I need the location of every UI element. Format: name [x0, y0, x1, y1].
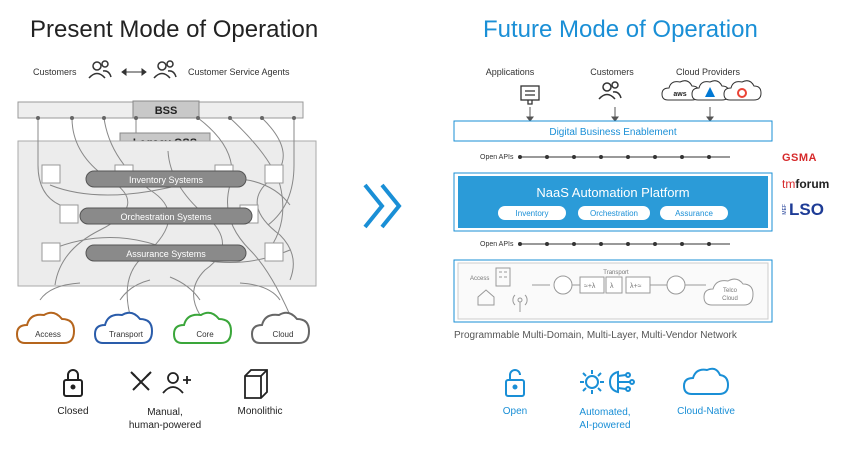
api-arrows [526, 107, 714, 122]
bss-label: BSS [155, 105, 178, 117]
assurance-systems-pill [85, 244, 247, 262]
cloud-native-label: Cloud-Native [677, 406, 735, 417]
assurance-systems-label: Assurance Systems [126, 249, 206, 259]
inventory-pill [498, 206, 566, 220]
bidirectional-arrow-icon [121, 68, 147, 76]
core-cloud: Core [172, 311, 233, 344]
azure-icon [691, 80, 730, 101]
bss-box [132, 100, 200, 119]
box-icon [244, 369, 268, 399]
svg-text:aws: aws [673, 91, 686, 98]
open-apis-bottom-label: Open APIs [480, 241, 514, 248]
padlock-icon [63, 369, 83, 397]
orchestration-pill-label: Orchestration [590, 209, 638, 218]
svg-text:Access: Access [35, 330, 61, 339]
inventory-systems-label: Inventory Systems [129, 175, 204, 185]
svg-text:λ+≈: λ+≈ [630, 283, 642, 290]
open-apis-bottom-dots [518, 242, 711, 246]
assurance-pill [660, 206, 728, 220]
gcp-icon [723, 80, 762, 101]
transport-cloud: Transport [93, 311, 154, 344]
svg-text:Transport: Transport [109, 330, 144, 339]
access-label: Access [470, 276, 489, 282]
inventory-pill-label: Inventory [516, 209, 549, 218]
building-icon [495, 267, 511, 287]
future-mode-title: Future Mode of Operation [483, 16, 758, 43]
ai-brain-icon [608, 370, 635, 394]
customers-icon-right [598, 81, 622, 100]
platform-label: NaaS Automation Platform [536, 185, 689, 200]
digital-business-bar [453, 120, 773, 142]
automated-label: Automated, AI-powered [579, 407, 631, 431]
right-trait-icons [505, 367, 730, 397]
mef-lso-logo: MEFLSO [782, 200, 824, 220]
open-label: Open [502, 406, 528, 417]
forum-suffix: forum [795, 177, 830, 191]
add-person-icon [162, 372, 191, 394]
lso-label: LSO [789, 200, 824, 219]
access-cloud: Access [15, 311, 76, 344]
network-caption: Programmable Multi-Domain, Multi-Layer, … [454, 330, 738, 341]
svg-text:λ: λ [610, 283, 614, 290]
gear-icon [580, 370, 604, 394]
agents-icon [153, 60, 177, 79]
bss-connection-dots [36, 116, 296, 120]
open-apis-top-dots [518, 155, 711, 159]
applications-icon [520, 85, 540, 105]
svg-text:Core: Core [196, 330, 214, 339]
customers-label: Customers [33, 67, 77, 77]
svg-text:≈+λ: ≈+λ [584, 283, 596, 290]
svg-text:Cloud: Cloud [273, 330, 294, 339]
open-padlock-icon [505, 369, 525, 397]
tm-prefix: tm [782, 177, 796, 191]
gsma-logo: GSMA [782, 152, 817, 164]
open-apis-top-label: Open APIs [480, 154, 514, 161]
customers-label-right: Customers [590, 67, 634, 77]
orchestration-pill [578, 206, 650, 220]
cloud-providers-label: Cloud Providers [676, 67, 741, 77]
antenna-icon [512, 294, 528, 312]
assurance-pill-label: Assurance [675, 209, 713, 218]
orchestration-systems-label: Orchestration Systems [120, 212, 212, 222]
present-mode-diagram: Customers Customer Service Agents BSS Le… [15, 60, 317, 344]
future-mode-diagram: Applications Customers Cloud Providers a… [453, 67, 773, 341]
house-icon [477, 289, 495, 306]
transport-label: Transport [603, 270, 629, 276]
closed-label: Closed [57, 406, 89, 417]
chevron-right-icon [363, 183, 402, 229]
tools-icon [130, 371, 152, 391]
cloud-icon [682, 367, 730, 395]
tmforum-logo: tmforum [782, 177, 829, 191]
cloud-cloud: Cloud [250, 311, 311, 344]
manual-label: Manual, human-powered [128, 407, 202, 431]
orchestration-systems-pill [79, 207, 253, 225]
naas-platform [458, 176, 768, 228]
agents-label: Customer Service Agents [188, 67, 290, 77]
digital-business-label: Digital Business Enablement [549, 127, 677, 138]
customers-icon [88, 60, 112, 79]
inventory-systems-pill [85, 170, 247, 188]
left-trait-icons [63, 369, 268, 399]
present-mode-title: Present Mode of Operation [30, 16, 319, 43]
lambda-labels: ≈+λ λ λ+≈ [584, 283, 642, 290]
applications-label: Applications [486, 67, 535, 77]
mef-label: MEF [782, 204, 788, 215]
monolithic-label: Monolithic [237, 406, 283, 417]
